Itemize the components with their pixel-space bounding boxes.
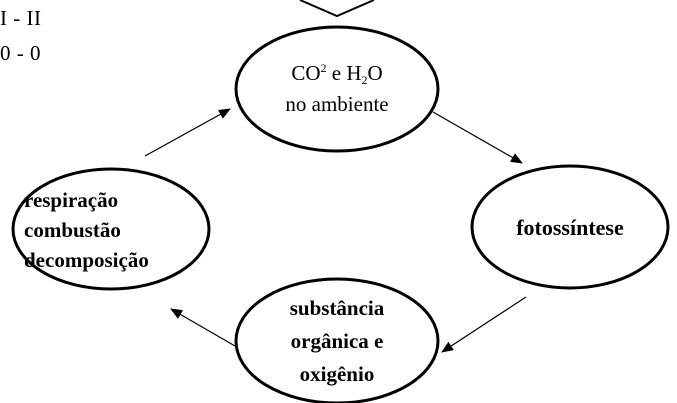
node-respiration-ellipse	[11, 167, 211, 291]
node-respiration-line-1: respiração	[24, 188, 119, 212]
node-organic-line-2: orgânica e	[290, 328, 384, 353]
co-text: CO	[291, 61, 321, 85]
node-respiration-text: respiração combustão decomposição	[24, 180, 214, 280]
arrow-respiration-to-ambient	[144, 108, 231, 157]
node-ambient-text: CO2 e H2O no ambiente	[240, 42, 434, 136]
node-organic-line-1: substância	[289, 295, 385, 320]
node-photosynthesis-text: fotossíntese	[475, 180, 665, 274]
node-ambient-line-2: no ambiente	[285, 92, 389, 116]
node-ambient-line-1: CO2 e H2O	[291, 58, 382, 89]
arrow-organic-to-respiration	[170, 308, 236, 347]
node-ambient-ellipse	[234, 25, 440, 153]
top-partial-shape	[299, 0, 375, 18]
node-organic-ellipse	[234, 277, 440, 403]
node-respiration-line-3: decomposição	[24, 248, 149, 272]
node-photosynthesis-line: fotossíntese	[516, 214, 624, 240]
node-organic-line-3: oxigênio	[299, 361, 375, 386]
arrow-photosynthesis-to-organic	[441, 296, 527, 353]
node-photosynthesis-ellipse	[470, 164, 670, 290]
corner-label-digits: 0 - 0	[0, 41, 41, 65]
o-text: O	[367, 61, 383, 85]
h-subscript: 2	[361, 73, 368, 87]
node-organic-text: substância orgânica e oxigênio	[240, 283, 434, 399]
node-respiration-line-2: combustão	[24, 218, 121, 242]
corner-label-roman: I - II	[0, 6, 42, 30]
co-superscript: 2	[320, 61, 327, 75]
arrow-ambient-to-photosynthesis	[432, 111, 523, 164]
and-h-text: e H	[326, 61, 362, 85]
